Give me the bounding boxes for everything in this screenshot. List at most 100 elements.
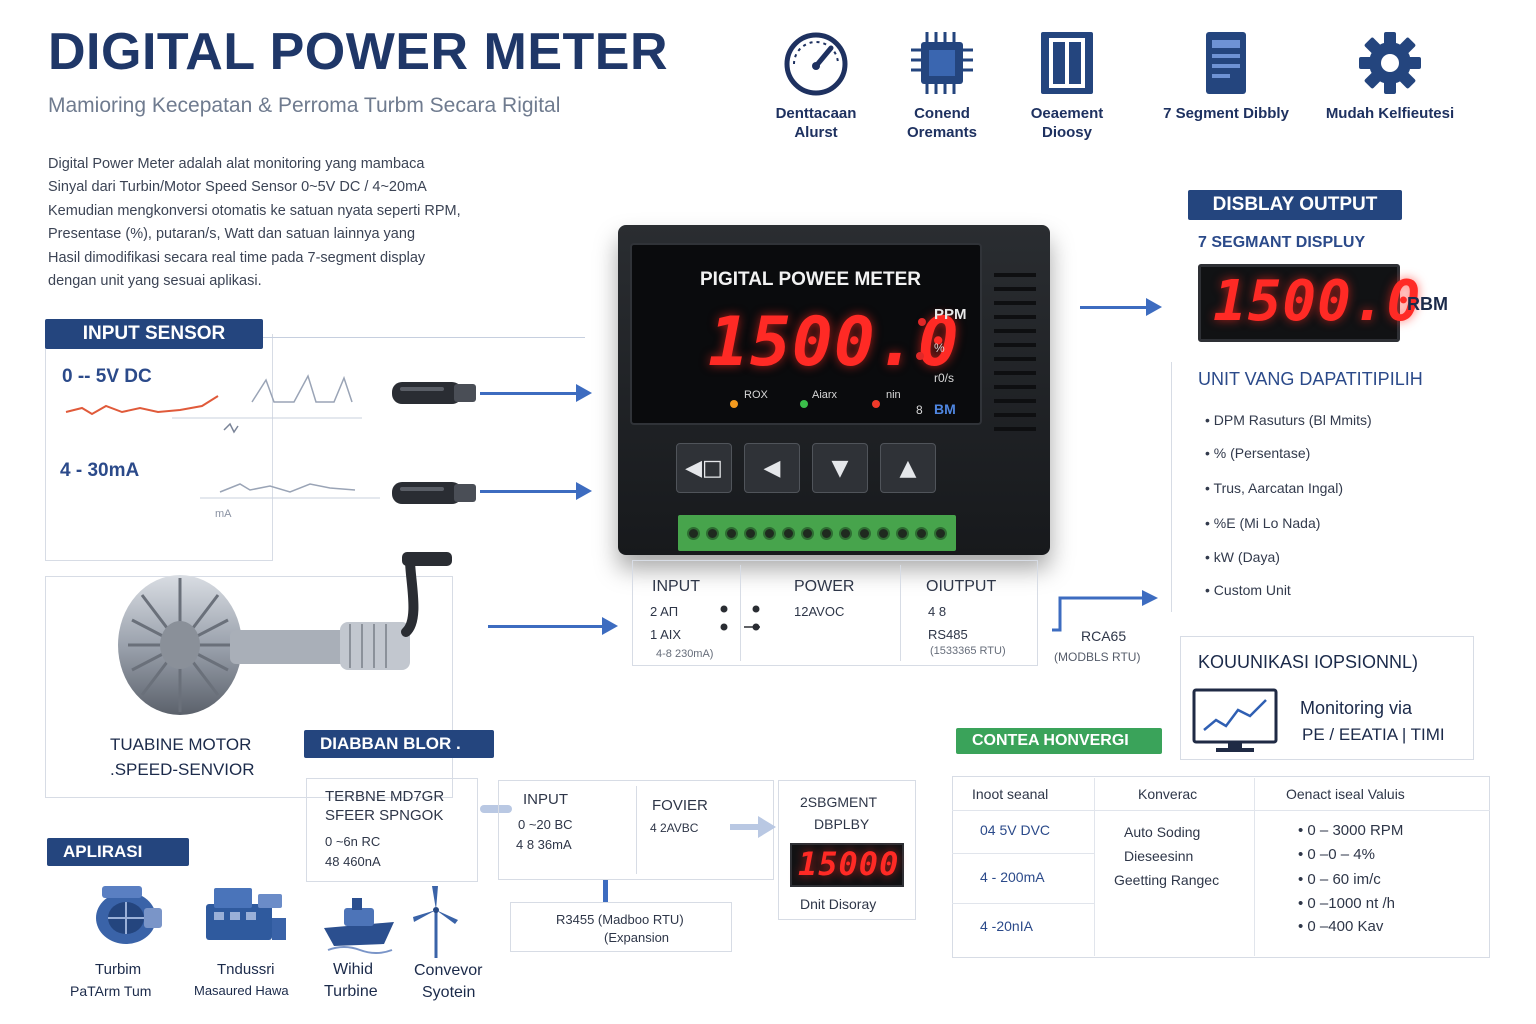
aplikasi-item-4-l2: Syotein	[422, 984, 476, 1001]
led-min	[872, 393, 880, 412]
display-icon	[1189, 28, 1263, 98]
feature-label: Mudah Kelfieutesi	[1325, 105, 1455, 122]
unit-item-text: %E (Mi Lo Nada)	[1213, 515, 1321, 531]
block-power-line-1: 4 2AVBC	[650, 821, 699, 835]
block-sensor-line-2: SFEER SPNGOK	[325, 807, 444, 824]
sensor-probe-icon	[392, 482, 476, 504]
conversion-output-text: 0 – 3000 RPM	[1307, 822, 1404, 839]
led-alarm	[800, 393, 808, 412]
rc-label-1: RCA65	[1081, 628, 1127, 644]
left-button[interactable]: ◀	[744, 443, 800, 493]
block-display-reading: 15000	[798, 845, 900, 883]
block-input-line-1: 0 ~20 BC	[518, 817, 573, 832]
ship-icon	[324, 898, 394, 954]
divider	[1254, 778, 1255, 956]
unit-item-text: Custom Unit	[1213, 582, 1291, 598]
down-button[interactable]: ▼	[812, 443, 868, 493]
indicator-3-label: nin	[886, 389, 901, 401]
vent-slots	[994, 273, 1036, 431]
aplikasi-item-1-l1: Turbim	[95, 961, 142, 978]
unit-item-text: Trus, Aarcatan Ingal)	[1213, 480, 1343, 496]
unit-item: • DPM Rasuturs (Bl Mmits)	[1205, 412, 1372, 428]
turbine-frame	[45, 576, 453, 798]
conversion-output-text: 0 – 60 im/c	[1307, 871, 1381, 888]
terminal-input-v: 2 AΠ	[650, 604, 679, 619]
terminal-input-title: INPUT	[652, 578, 700, 595]
block-display-title-2: DBPLBY	[814, 816, 870, 832]
terminal-block	[678, 515, 956, 551]
intro-line: dengan unit yang sesuai aplikasi.	[48, 273, 262, 290]
intro-text: Digital Power Meter adalah alat monitori…	[48, 153, 588, 293]
conversion-col-1: Inoot seanal	[972, 786, 1049, 802]
block-power-title: FOVIER	[652, 797, 708, 814]
menu-button[interactable]: ◀□	[676, 443, 732, 493]
unit-item: • Trus, Aarcatan Ingal)	[1205, 480, 1343, 496]
indicator-4-label: 8	[916, 403, 923, 417]
page-title: DIGITAL POWER METER	[48, 23, 669, 81]
up-button[interactable]: ▲	[880, 443, 936, 493]
terminal-power-title: POWER	[794, 578, 855, 595]
aplikasi-item-3-l1: Wihid	[333, 961, 374, 978]
conversion-output-text: 0 –1000 nt /h	[1307, 895, 1395, 912]
arrow-right	[480, 384, 592, 402]
meter-reading: 1500.0	[708, 303, 960, 382]
feature-label: Oremants	[906, 124, 978, 141]
output-connector-line	[1052, 590, 1158, 632]
block-display	[778, 780, 916, 920]
feature-gauge: Denttacaan Alurst	[750, 28, 882, 142]
block-diagram-badge: DIABBAN BLOR .	[304, 730, 494, 758]
conversion-table	[952, 776, 1490, 958]
feature-gear: Mudah Kelfieutesi	[1324, 28, 1456, 123]
units-heading: UNIT VANG DAPATITIPILIH	[1198, 369, 1423, 389]
unit-bm-label: BM	[934, 401, 956, 417]
divider	[636, 786, 637, 874]
conversion-output-row: • 0 –400 Kav	[1298, 918, 1384, 935]
unit-item-text: kW (Daya)	[1213, 549, 1280, 565]
terminal-dots	[720, 605, 760, 631]
display-output-badge: DISBLAY OUTPUT	[1188, 190, 1402, 220]
conversion-method-row: Geetting Rangec	[1114, 872, 1220, 888]
block-link	[603, 880, 608, 902]
conversion-col-3: Oenact iseal Valuis	[1286, 786, 1405, 802]
block-display-panel: 15000	[790, 843, 904, 887]
divider	[952, 853, 1094, 854]
intro-line: Kemudian mengkonversi otomatis ke satuan…	[48, 202, 461, 219]
gear-icon	[1353, 28, 1427, 98]
divider	[1094, 778, 1095, 956]
terminal-output-v: 4 8	[928, 604, 947, 619]
unit-item: • Custom Unit	[1205, 582, 1291, 598]
led-pct	[916, 345, 924, 364]
turbine-motor-image	[118, 552, 452, 715]
display-output-unit: RBM	[1407, 294, 1448, 314]
intro-line: Hasil dimodifikasi secara real time pada…	[48, 249, 426, 266]
divider	[1171, 362, 1172, 612]
komunikasi-heading: KOUUNIKASI IOPSIONNL)	[1198, 652, 1419, 672]
conversion-output-row: • 0 – 60 im/c	[1298, 871, 1381, 888]
unit-item-text: % (Persentase)	[1213, 445, 1311, 461]
arrow-right	[1080, 298, 1162, 316]
aplikasi-item-2-l2: Masaured Hawa	[194, 983, 289, 998]
sensor-probe-icon	[392, 382, 476, 404]
block-sensor-line-1: TERBNE MD7GR	[325, 788, 445, 805]
arrow-right	[488, 617, 618, 635]
segment-icon	[1030, 28, 1104, 98]
komunikasi-frame	[1180, 636, 1474, 760]
feature-label: Alurst	[794, 124, 838, 141]
rc-label-2: (MODBLS RTU)	[1054, 650, 1141, 664]
input-sensor-badge: INPUT SENSOR	[45, 319, 263, 349]
feature-label: Oeaement	[1030, 105, 1104, 122]
unit-rs-label: r0/s	[934, 371, 955, 385]
conversion-method-row: Auto Soding	[1124, 824, 1201, 840]
display-output-reading: 1500.0	[1213, 269, 1422, 334]
block-rs-line-2: (Expansion	[604, 930, 670, 945]
input-sensor-frame	[45, 334, 273, 561]
block-sensor	[306, 778, 478, 882]
turbine-label-2: .SPEED-SENVIOR	[110, 760, 255, 779]
block-input-title: INPUT	[523, 791, 568, 808]
feature-label: Dioosy	[1041, 124, 1092, 141]
current-sub: mA	[215, 508, 232, 520]
gauge-icon	[779, 28, 853, 98]
conversion-method-row: Dieseesinn	[1124, 848, 1194, 864]
unit-item: • % (Persentase)	[1205, 445, 1311, 461]
wind-turbine-icon	[413, 886, 458, 958]
